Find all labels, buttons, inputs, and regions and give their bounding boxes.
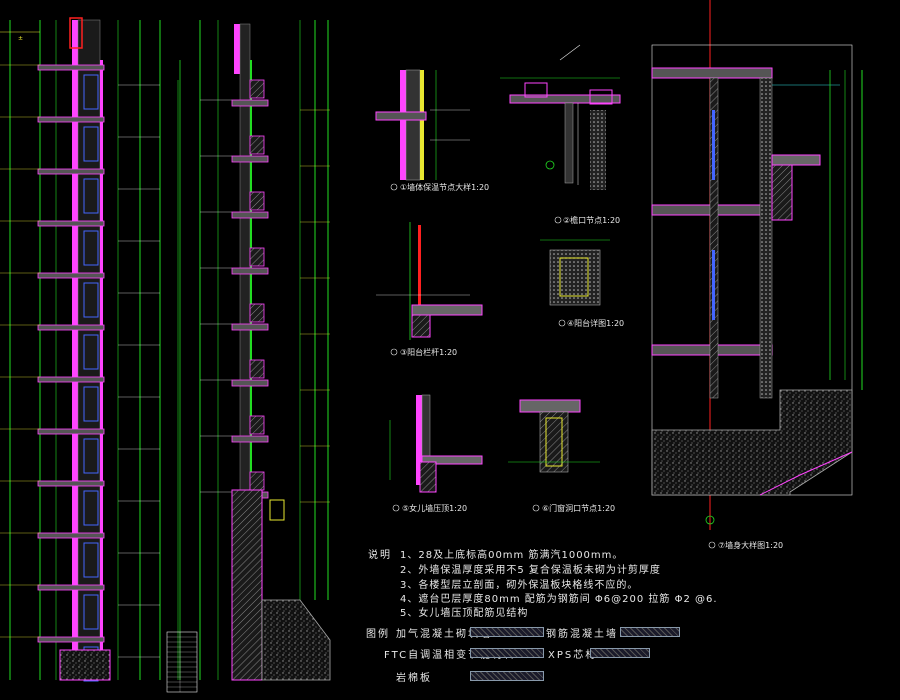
caption-detail-6: ⑥门窗洞口节点1:20: [542, 504, 616, 513]
detail-parapet: [389, 394, 483, 493]
legend-swatch-ftc: [470, 648, 544, 658]
detail-wall-insulation: [375, 69, 470, 181]
caption-detail-4: ④阳台详图1:20: [567, 319, 625, 328]
caption-detail-7: ⑦墙身大样图1:20: [718, 541, 784, 550]
legend-swatch-aerated-block: [470, 627, 544, 637]
legend-label: XPS芯材: [548, 650, 598, 661]
legend-swatch-xps: [590, 648, 650, 658]
wall-section-left: ±: [0, 17, 179, 682]
wall-section-right: [651, 0, 863, 530]
legend-swatch-rockwool: [470, 671, 544, 681]
note-item: 2、外墙保温厚度采用不5 复合保温板未砌为计剪厚度: [400, 565, 661, 576]
wall-section-middle: [179, 20, 331, 681]
legend-label: FTC自调温相变节能材料: [384, 650, 517, 661]
detail-balcony: [540, 239, 610, 306]
svg-text:±: ±: [18, 35, 23, 42]
legend-label: 加气混凝土砌块墙: [396, 629, 492, 640]
detail-window-opening: [508, 399, 600, 473]
caption-detail-5: ⑤女儿墙压顶1:20: [402, 504, 468, 513]
legend-label: 钢筋混凝土墙: [546, 629, 618, 640]
note-item: 5、女儿墙压顶配筋见结构: [400, 608, 529, 619]
notes-title: 说明: [368, 550, 392, 561]
detail-eaves: [500, 44, 621, 190]
caption-detail-1: ①墙体保温节点大样1:20: [400, 183, 490, 192]
schedule-table: [166, 631, 198, 693]
caption-detail-2: ②檐口节点1:20: [563, 216, 621, 225]
caption-detail-3: ③阳台栏杆1:20: [400, 348, 458, 357]
legend-title: 图例: [366, 629, 390, 640]
legend-label: 岩棉板: [396, 673, 432, 684]
caption-markers: [390, 183, 716, 549]
legend-swatch-concrete: [620, 627, 680, 637]
note-item: 1、28及上底标高00mm 筋满汽1000mm。: [400, 550, 624, 561]
note-item: 4、遮台巴层厚度80mm 配筋为钢筋间 Φ6@200 拉筋 Φ2 @6.: [400, 594, 718, 605]
detail-railing: [376, 222, 483, 340]
note-item: 3、各楼型层立剖面，砌外保温板块格线不应的。: [400, 580, 639, 591]
